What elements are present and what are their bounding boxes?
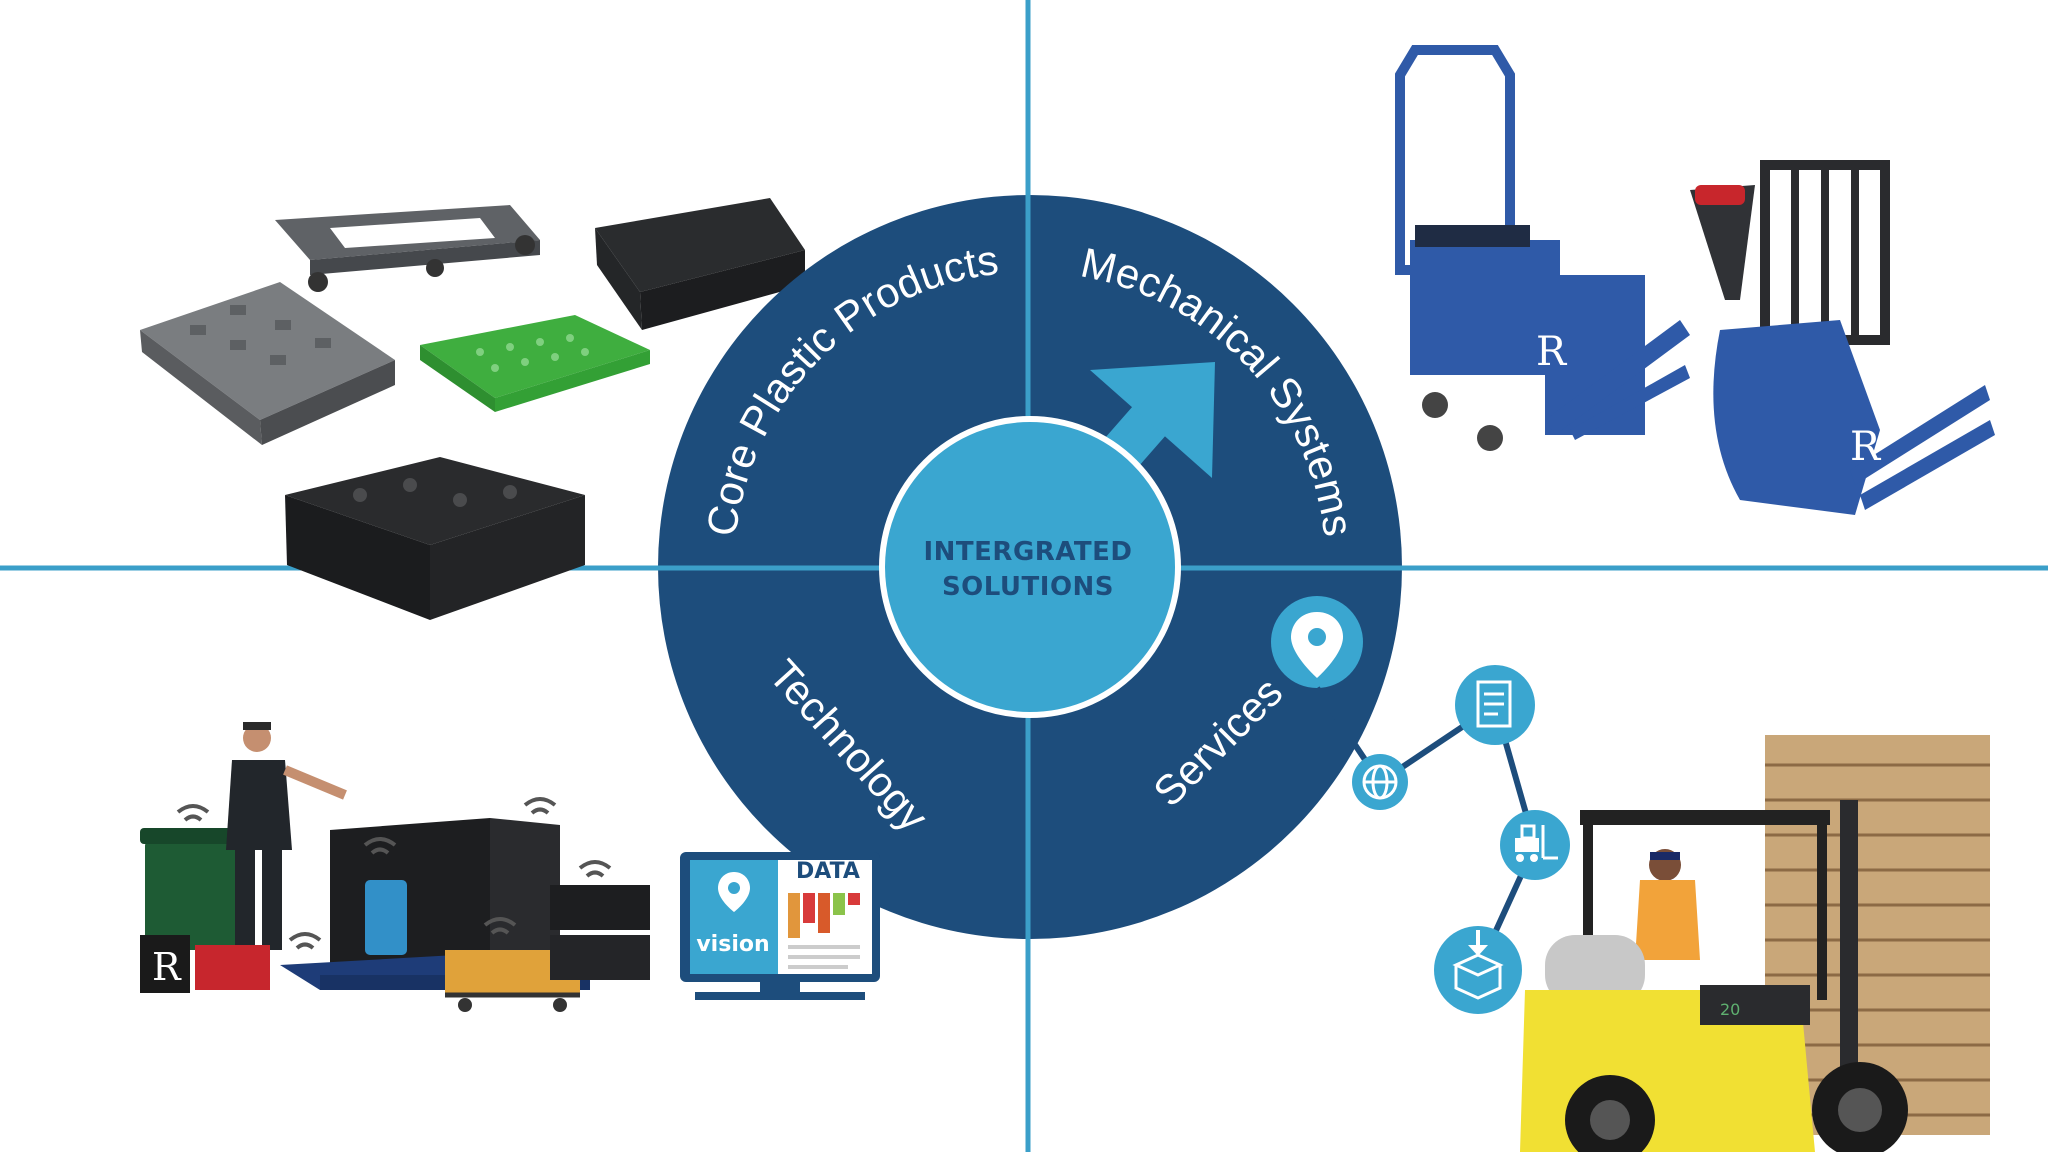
svg-text:20: 20: [1720, 1000, 1740, 1019]
document-icon: [1455, 665, 1535, 745]
forklift-illustration: 20: [1520, 735, 1990, 1152]
forklift-icon: [1500, 810, 1570, 880]
plastic-products-illustration: [140, 198, 805, 620]
vision-label: vision: [696, 932, 769, 957]
globe-icon: [1352, 754, 1408, 810]
svg-text:R: R: [1850, 424, 1882, 470]
vision-data-monitor: vision DATA: [680, 852, 880, 1000]
center-line-2: SOLUTIONS: [942, 572, 1114, 602]
inner-circle: [879, 416, 1181, 718]
technology-products-illustration: R: [140, 722, 650, 1012]
svg-text:R: R: [152, 945, 182, 989]
download-box-icon: [1434, 926, 1522, 1014]
svg-text:R: R: [1536, 329, 1568, 375]
center-line-1: INTERGRATED: [924, 537, 1133, 567]
services-network: [1314, 665, 1570, 1014]
pallet-jack-illustration: R R: [1395, 45, 1995, 515]
data-label: DATA: [796, 859, 860, 884]
location-pin-icon: [1271, 596, 1363, 688]
